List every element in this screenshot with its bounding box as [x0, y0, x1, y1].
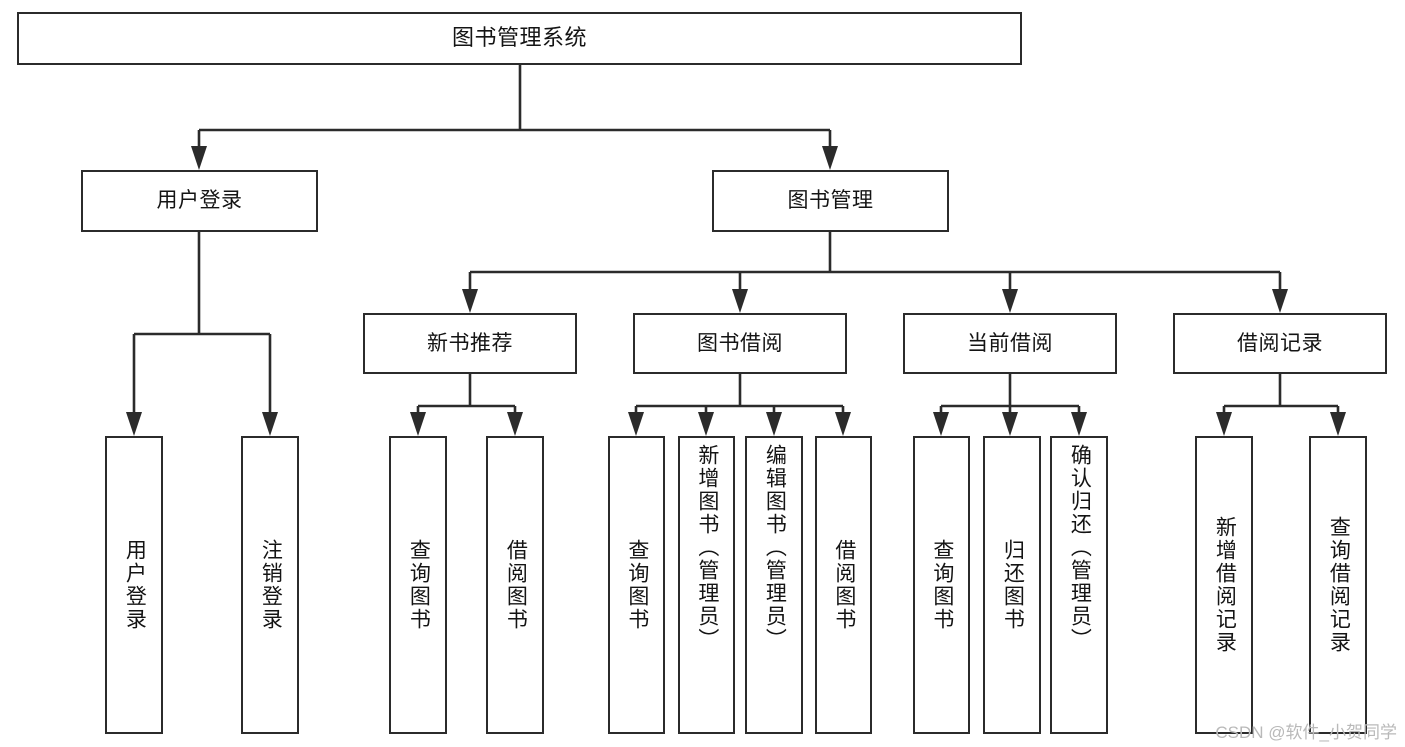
node-label: 查询图书	[930, 539, 954, 631]
node-label: 查询借阅记录	[1327, 516, 1351, 654]
watermark-text: CSDN @软件_小贺同学	[1215, 723, 1397, 742]
node-label: 查询图书	[407, 539, 431, 631]
leaf-query-book-recommend[interactable]: 查询图书	[389, 436, 447, 734]
leaf-query-book-current[interactable]: 查询图书	[913, 436, 970, 734]
node-label: 图书借阅	[697, 331, 783, 355]
leaf-confirm-return-admin[interactable]: 确认归还（管理员）	[1050, 436, 1108, 734]
node-label: 归还图书	[1001, 539, 1025, 631]
node-book-borrow[interactable]: 图书借阅	[633, 313, 847, 374]
leaf-edit-book-admin[interactable]: 编辑图书（管理员）	[745, 436, 803, 734]
node-label: 注销登录	[259, 539, 283, 631]
node-label: 用户登录	[156, 189, 243, 213]
node-user-login[interactable]: 用户登录	[81, 170, 318, 232]
node-label: 查询图书	[625, 539, 649, 631]
node-label: 当前借阅	[967, 331, 1053, 355]
node-label: 借阅图书	[832, 539, 856, 631]
leaf-return-book[interactable]: 归还图书	[983, 436, 1041, 734]
node-root-book-management-system[interactable]: 图书管理系统	[17, 12, 1022, 65]
node-label: 借阅记录	[1237, 331, 1323, 355]
node-label: 新书推荐	[427, 331, 513, 355]
leaf-query-book-borrow[interactable]: 查询图书	[608, 436, 665, 734]
leaf-borrow-book-recommend[interactable]: 借阅图书	[486, 436, 544, 734]
leaf-borrow-book-borrow[interactable]: 借阅图书	[815, 436, 872, 734]
node-label: 确认归还（管理员）	[1068, 444, 1092, 651]
leaf-add-borrow-record[interactable]: 新增借阅记录	[1195, 436, 1253, 734]
node-label: 编辑图书（管理员）	[763, 444, 787, 651]
node-new-book-recommend[interactable]: 新书推荐	[363, 313, 577, 374]
leaf-user-login[interactable]: 用户登录	[105, 436, 163, 734]
node-label: 图书管理系统	[451, 25, 587, 51]
node-label: 用户登录	[123, 539, 147, 631]
node-borrow-record[interactable]: 借阅记录	[1173, 313, 1387, 374]
node-label: 图书管理	[787, 189, 874, 213]
node-book-management[interactable]: 图书管理	[712, 170, 949, 232]
node-label: 借阅图书	[504, 539, 528, 631]
leaf-logout-login[interactable]: 注销登录	[241, 436, 299, 734]
node-current-borrow[interactable]: 当前借阅	[903, 313, 1117, 374]
leaf-add-book-admin[interactable]: 新增图书（管理员）	[678, 436, 735, 734]
leaf-query-borrow-record[interactable]: 查询借阅记录	[1309, 436, 1367, 734]
node-label: 新增借阅记录	[1213, 516, 1237, 654]
node-label: 新增图书（管理员）	[695, 444, 719, 651]
